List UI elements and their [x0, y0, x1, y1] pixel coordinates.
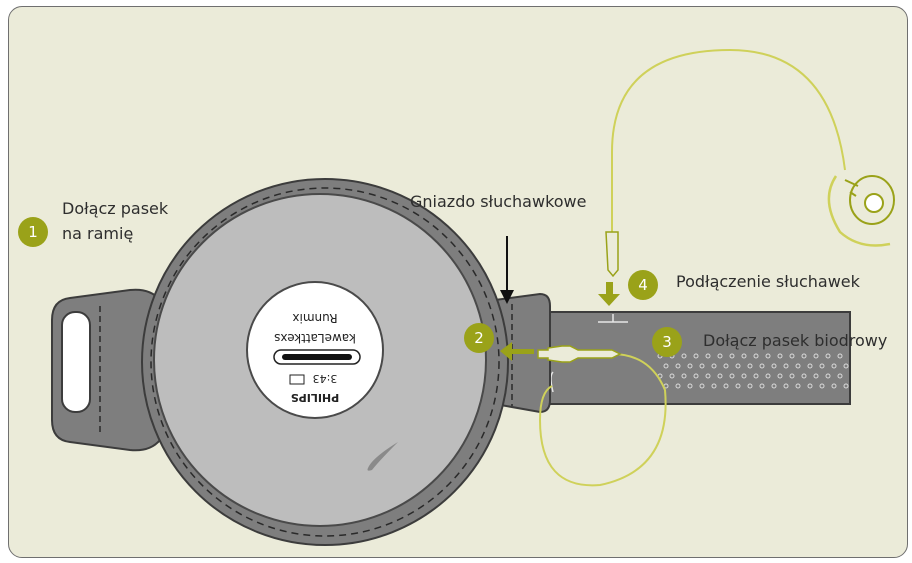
earphone-plug: [537, 345, 622, 363]
brand-text: PHILIPS: [291, 391, 340, 404]
time-text: 3:43: [313, 372, 338, 385]
model-text: Runmix: [292, 311, 337, 325]
step-1-badge: 1: [18, 217, 48, 247]
display-text: kaweLattkexs: [274, 331, 356, 345]
earbud: [827, 175, 895, 247]
step-2-badge: 2: [464, 323, 494, 353]
step-1-label-line2: na ramię: [62, 224, 134, 243]
step-3-label: Dołącz pasek biodrowy: [703, 331, 888, 350]
short-cable: [538, 353, 667, 487]
insert-arrow: [500, 342, 534, 361]
step-4-badge: 4: [628, 270, 658, 300]
headphone-jack-label: Gniazdo słuchawkowe: [410, 192, 587, 211]
earphone-cable: [611, 48, 846, 240]
belt-perforation: [657, 353, 849, 389]
down-arrow: [598, 282, 620, 306]
step-4-label: Podłączenie słuchawek: [676, 272, 860, 291]
swoosh-logo: [367, 442, 398, 471]
step-1-label: Dołącz pasek: [62, 199, 169, 218]
jack-pointer-arrow: [500, 236, 514, 304]
step-3-badge: 3: [652, 327, 682, 357]
strap-slot: [61, 311, 91, 413]
